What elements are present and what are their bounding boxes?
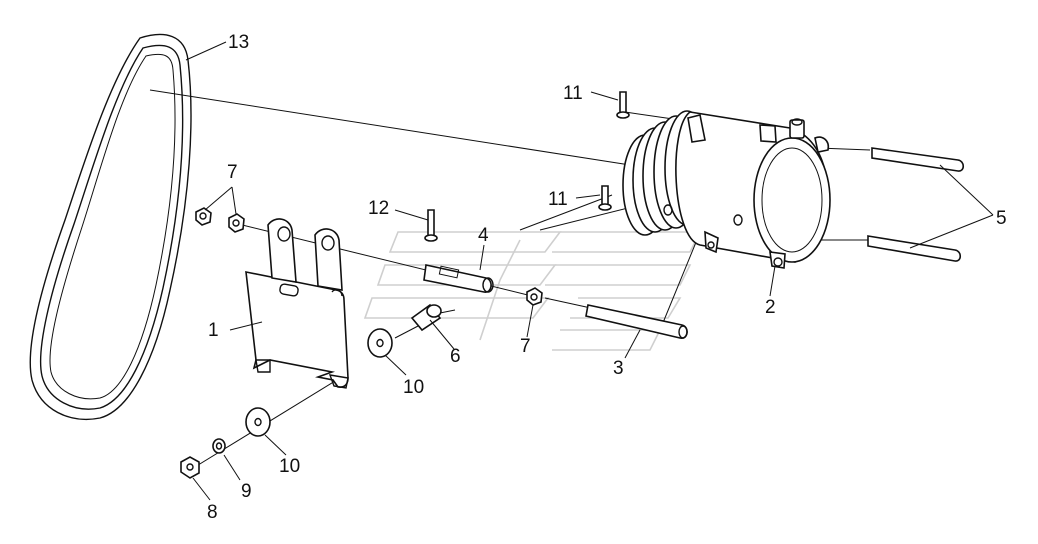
callout-1: 1 (208, 320, 219, 341)
compressor (622, 110, 831, 269)
callout-11-upper: 11 (563, 83, 583, 104)
callout-7-right: 7 (520, 336, 531, 357)
nut-and-washer (180, 438, 226, 479)
callout-2: 2 (765, 297, 776, 318)
callout-11-lower: 11 (548, 189, 568, 210)
callout-12: 12 (368, 198, 389, 219)
mounting-bracket (245, 218, 349, 389)
nuts (195, 207, 543, 306)
callout-labels: 13 1 7 12 4 6 10 10 9 8 7 11 11 3 2 5 (207, 32, 1007, 523)
small-bolts (424, 91, 630, 242)
callout-4: 4 (478, 225, 489, 246)
callout-10-upper: 10 (403, 377, 424, 398)
callout-10-lower: 10 (279, 456, 300, 477)
callout-3: 3 (613, 358, 624, 379)
callout-7-left: 7 (227, 162, 238, 183)
callout-5: 5 (996, 208, 1007, 229)
long-bolts (867, 147, 965, 262)
callout-9: 9 (241, 481, 252, 502)
flat-washers (245, 328, 393, 437)
pivot-pin (423, 264, 494, 293)
adjusting-rod (585, 304, 688, 339)
leader-lines (185, 41, 994, 501)
callout-13: 13 (228, 32, 249, 53)
callout-6: 6 (450, 346, 461, 367)
short-bolt (410, 303, 442, 332)
watermark-logo (363, 231, 702, 351)
drive-belt (29, 33, 192, 420)
callout-8: 8 (207, 502, 218, 523)
